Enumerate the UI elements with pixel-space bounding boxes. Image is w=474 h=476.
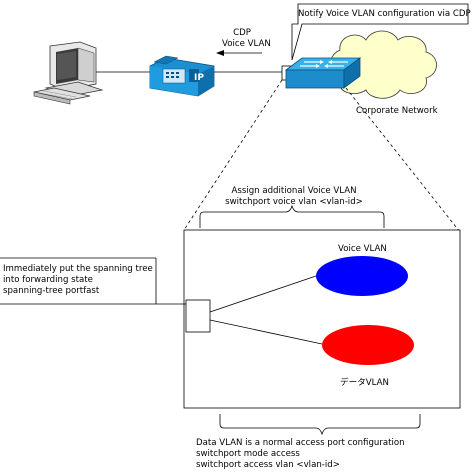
corporate-network-label: Corporate Network bbox=[356, 106, 438, 116]
cdp-label-line1: CDP bbox=[233, 28, 251, 38]
portfast-note-line3: spanning-tree portfast bbox=[3, 286, 100, 296]
port-detail-box bbox=[183, 229, 461, 409]
cdp-label: CDP bbox=[222, 28, 262, 39]
ip-phone-icon bbox=[149, 55, 215, 97]
callout-text: Notify Voice VLAN configuration via CDP bbox=[298, 9, 471, 19]
voice-brace-note: Assign additional Voice VLAN switchport … bbox=[222, 186, 366, 208]
data-brace bbox=[219, 414, 421, 436]
data-brace-line3: switchport access vlan <vlan-id> bbox=[196, 460, 340, 470]
zoom-line-right bbox=[345, 87, 461, 233]
access-port bbox=[185, 299, 211, 333]
ip-badge: IP bbox=[194, 73, 204, 83]
callout-box bbox=[291, 3, 469, 61]
switch-icon bbox=[284, 57, 362, 89]
portfast-note: Immediately put the spanning tree into f… bbox=[3, 264, 163, 297]
data-brace-note: Data VLAN is a normal access port config… bbox=[196, 438, 405, 471]
portfast-note-line2: into forwarding state bbox=[3, 275, 93, 285]
link-port-data bbox=[209, 319, 323, 345]
voice-vlan-ellipse bbox=[316, 256, 408, 296]
corporate-network-cloud bbox=[329, 30, 437, 99]
data-vlan-label: データVLAN bbox=[340, 378, 389, 388]
cdp-voice-vlan-label: Voice VLAN bbox=[222, 39, 271, 49]
pc-icon bbox=[33, 41, 104, 105]
voice-brace bbox=[199, 204, 385, 228]
voice-brace-line2: switchport voice vlan <vlan-id> bbox=[225, 197, 363, 207]
cdp-arrow bbox=[216, 50, 262, 56]
data-vlan-ellipse bbox=[322, 325, 414, 365]
link-port-voice bbox=[209, 275, 317, 313]
voice-vlan-label: Voice VLAN bbox=[338, 244, 387, 254]
voice-brace-line1: Assign additional Voice VLAN bbox=[231, 186, 357, 196]
data-brace-line2: switchport mode access bbox=[196, 449, 300, 459]
portfast-note-line1: Immediately put the spanning tree bbox=[3, 264, 153, 274]
data-brace-line1: Data VLAN is a normal access port config… bbox=[196, 438, 405, 448]
